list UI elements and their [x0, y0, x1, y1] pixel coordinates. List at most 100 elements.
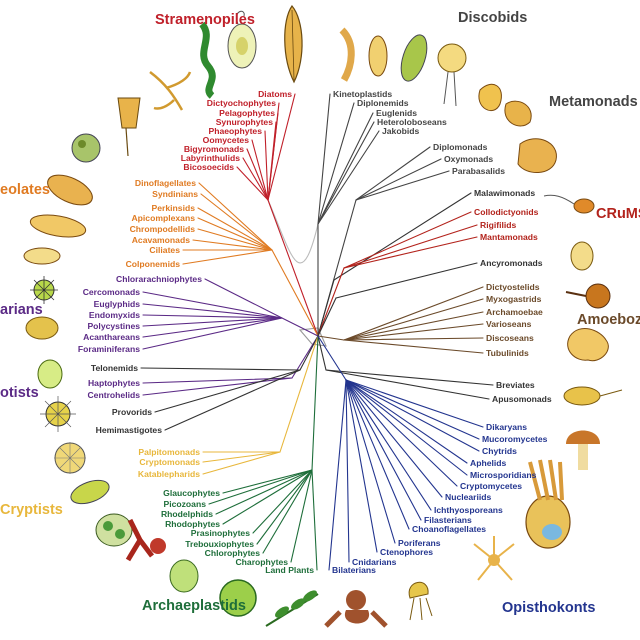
leaf-label: Breviates	[496, 380, 535, 390]
leaf-branch	[208, 469, 313, 505]
leaf-branch	[142, 377, 293, 396]
leaf-label: Endomyxids	[89, 310, 140, 320]
leaf-label: Cercomonads	[83, 287, 141, 297]
leaf-label: Synurophytes	[216, 117, 274, 127]
kinetoplastid-icon	[368, 35, 388, 77]
amoeba-icon	[567, 327, 609, 362]
leaf-label: Labyrinthulids	[181, 153, 240, 163]
leaf-label: Rigifilids	[480, 220, 517, 230]
clade-heading: Archaeplastids	[142, 598, 246, 614]
leaf-label: Euglenids	[376, 108, 417, 118]
leaf-label: Ancyromonads	[480, 258, 543, 268]
leaf-branch	[142, 317, 283, 338]
leaf-label: Dinoflagellates	[135, 178, 196, 188]
leaf-branch	[142, 291, 283, 319]
leaf-label: Dictyostelids	[486, 282, 540, 292]
clade-heading: Amoeboz	[577, 312, 640, 328]
clade-branch	[317, 279, 335, 337]
leaf-branch	[262, 469, 313, 554]
leaf-branch	[164, 369, 301, 431]
leaf-branch	[242, 157, 269, 201]
leaf-label: Acavamonads	[132, 235, 190, 245]
leaf-label: Parabasalids	[452, 166, 505, 176]
leaf-label: Prasinophytes	[191, 528, 250, 538]
leaf-label: Cryptomonads	[139, 457, 200, 467]
leaf-branch	[311, 469, 318, 571]
leaf-label: Hemimastigotes	[96, 425, 163, 435]
clade-amoebozoans: DictyostelidsMyxogastridsArchamoebaeVari…	[317, 282, 640, 358]
leaf-label: Mucoromycetes	[482, 434, 548, 444]
leaf-label: Nucleariids	[445, 492, 492, 502]
leaf-label: Euglyphids	[94, 299, 141, 309]
diatom-icon	[284, 5, 303, 84]
clade-branch	[267, 199, 319, 337]
leaf-branch	[264, 130, 269, 201]
leaf-branch	[182, 249, 273, 265]
clade-stramenopiles: DiatomsDictyochophytesPelagophytesSynuro…	[155, 12, 319, 337]
leaf-branch	[317, 102, 355, 225]
leaf-label: Acanthareans	[83, 332, 140, 342]
leaf-branch	[343, 286, 484, 341]
leaf-label: Mantamonads	[480, 232, 538, 242]
leaf-label: Charophytes	[235, 557, 288, 567]
leaf-branch	[345, 379, 480, 440]
leaf-branch	[267, 93, 296, 201]
clade-branch	[281, 317, 319, 337]
red-alga-icon	[125, 518, 166, 562]
leaf-label: Syndinians	[152, 189, 198, 199]
primate-icon	[324, 590, 388, 628]
leaf-branch	[345, 379, 468, 476]
leaf-branch	[197, 228, 273, 251]
leaf-label: Centrohelids	[87, 390, 140, 400]
clade-heading: arians	[0, 302, 43, 318]
clade-crums: CollodictyonidsRigifilidsMantamonadsCRuM…	[317, 206, 640, 337]
stramenopile-cell-icon	[71, 133, 101, 163]
leaf-label: Diplomonads	[433, 142, 488, 152]
leaf-branch	[246, 148, 269, 201]
clade-heading: Metamonads	[549, 94, 638, 110]
polycystine-icon	[30, 276, 58, 304]
leaf-branch	[198, 182, 273, 251]
leaf-label: Kinetoplastids	[333, 89, 392, 99]
clade-cryptists: PalpitomonadsCryptomonadsKatablepharidsC…	[0, 335, 319, 518]
leaf-branch	[142, 303, 283, 319]
cryptomonad-icon	[70, 479, 110, 505]
leaf-label: Polycystines	[87, 321, 140, 331]
leaf-branch	[345, 379, 350, 563]
diplomonad-icon	[504, 100, 532, 127]
leaf-branch	[343, 323, 484, 341]
leaf-branch	[355, 146, 431, 201]
mushroom-icon	[566, 430, 600, 470]
clade-branch	[311, 335, 319, 471]
leaf-branch	[290, 469, 313, 563]
foraminiferan-icon	[25, 316, 59, 340]
leaf-label: Chlorarachniophytes	[116, 274, 202, 284]
leaf-label: Discoseans	[486, 333, 534, 343]
clade-discobids: KinetoplastidsDiplonemidsEuglenidsHetero…	[317, 10, 527, 337]
leaf-branch	[192, 239, 273, 251]
leaf-label: Ctenophores	[380, 547, 433, 557]
trypanosome-icon	[339, 27, 355, 82]
leaf-label: Collodictyonids	[474, 207, 539, 217]
leaf-label: Bicosoecids	[183, 162, 234, 172]
leaf-branch	[154, 369, 301, 413]
leaf-branch	[343, 337, 484, 341]
leaf-label: Bigyromonads	[184, 144, 244, 154]
oxymonad-icon	[478, 83, 502, 111]
tree-trunk	[267, 199, 319, 264]
leaf-branch	[345, 379, 468, 464]
leaf-label: Katablepharids	[138, 469, 200, 479]
dinoflagellate-icon	[47, 174, 93, 206]
leaf-label: Ichthyosporeans	[434, 505, 503, 515]
cnidarian-icon	[408, 582, 433, 621]
leaf-label: Rhodophytes	[165, 519, 220, 529]
leaf-label: Jakobids	[382, 126, 419, 136]
leaf-label: Ciliates	[149, 245, 180, 255]
leaf-label: Varioseans	[486, 319, 532, 329]
land-plant-leaf-icon	[265, 590, 319, 627]
